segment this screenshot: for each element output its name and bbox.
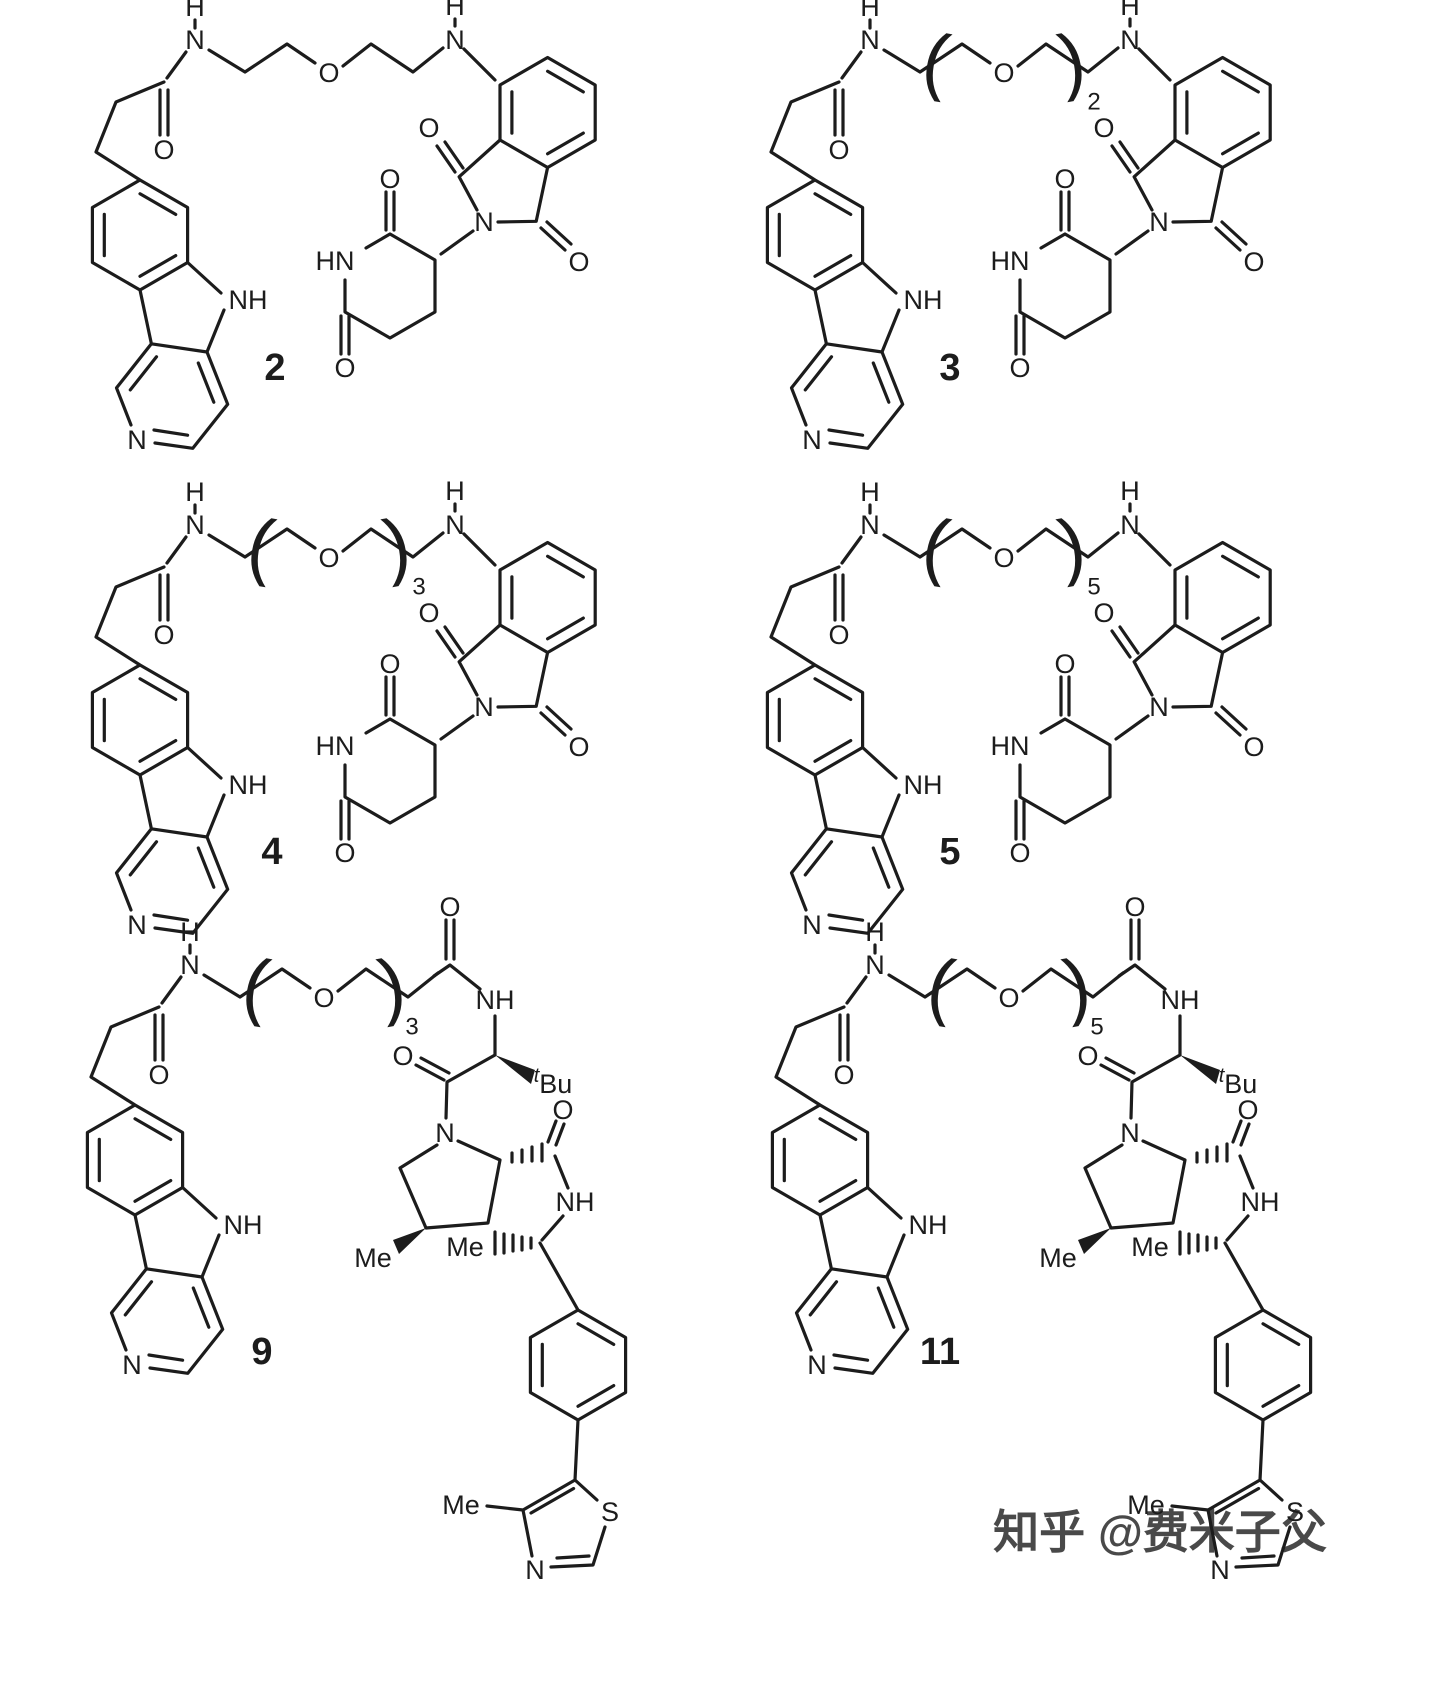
structure-compound-9: ( ) 3 9: [85, 890, 628, 1587]
repeat-subscript: 5: [1090, 1014, 1103, 1041]
vhl-warhead: [1037, 983, 1313, 1587]
repeat-subscript: 2: [1087, 89, 1100, 116]
compound-number-label: 4: [261, 831, 282, 873]
repeat-subscript: 3: [412, 574, 425, 601]
compound-number-label: 5: [939, 831, 960, 873]
pomalidomide-warhead: [988, 474, 1272, 870]
structure-compound-2: 2: [90, 0, 597, 457]
peg-linker: [207, 42, 445, 90]
carboline-skeleton: [85, 915, 265, 1382]
repeat-paren-close: ): [1053, 502, 1092, 588]
repeat-subscript: 5: [1087, 574, 1100, 601]
pomalidomide-warhead: [313, 474, 597, 870]
repeat-paren-open: (: [242, 502, 281, 588]
repeat-paren-open: (: [922, 942, 961, 1028]
structure-compound-3: ( ) 2 3: [765, 0, 1272, 457]
repeat-paren-open: (: [917, 502, 956, 588]
linker-carbonyl: [432, 890, 482, 991]
repeat-paren-close: ): [378, 502, 417, 588]
repeat-paren-close: ): [1053, 17, 1092, 103]
vhl-warhead: [352, 983, 628, 1587]
compound-number-label: 11: [920, 1331, 960, 1373]
compound-number-label: 3: [939, 347, 960, 389]
structure-compound-11: ( ) 5 11: [770, 890, 1313, 1587]
structure-compound-4: ( ) 3 4: [90, 474, 597, 942]
carboline-skeleton: [770, 915, 950, 1382]
repeat-paren-open: (: [917, 17, 956, 103]
repeat-paren-open: (: [237, 942, 276, 1028]
carboline-skeleton: [765, 475, 945, 942]
structure-compound-5: ( ) 5 5: [765, 474, 1272, 942]
linker-carbonyl: [1117, 890, 1167, 991]
watermark-text: 知乎 @费米子父: [993, 1506, 1327, 1558]
carboline-skeleton: [90, 475, 270, 942]
repeat-subscript: 3: [405, 1014, 418, 1041]
compound-number-label: 9: [251, 1331, 272, 1373]
pomalidomide-warhead: [313, 0, 597, 385]
pomalidomide-warhead: [988, 0, 1272, 385]
compound-number-label: 2: [264, 347, 285, 389]
